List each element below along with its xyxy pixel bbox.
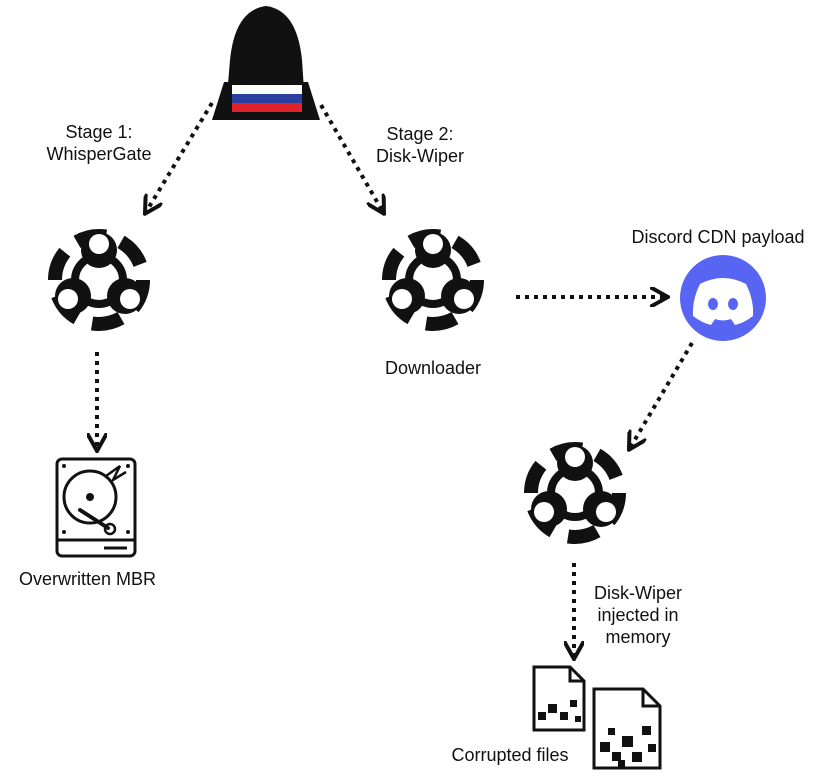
stage1-label-line1: Stage 1: bbox=[65, 122, 133, 142]
biohazard-icon bbox=[524, 442, 626, 544]
corrupted-file-icon bbox=[532, 665, 586, 732]
downloader-label: Downloader bbox=[373, 357, 493, 379]
stage2-label-line2: Disk-Wiper bbox=[376, 146, 464, 166]
discord-logo-icon bbox=[680, 255, 766, 341]
hooded-hacker-icon bbox=[212, 6, 320, 120]
injected-label-line3: memory bbox=[605, 627, 671, 647]
mbr-label-text: Overwritten MBR bbox=[18, 569, 157, 589]
injected-label: Disk-Wiper injected in memory bbox=[584, 582, 692, 648]
stage1-label-line2: WhisperGate bbox=[46, 144, 152, 164]
flag-blue-stripe bbox=[232, 94, 302, 103]
stage1-label: Stage 1: WhisperGate bbox=[38, 121, 160, 165]
corrupted-label-text: Corrupted files bbox=[451, 745, 569, 765]
mbr-label: Overwritten MBR bbox=[5, 568, 170, 590]
injected-label-line1: Disk-Wiper bbox=[594, 583, 682, 603]
flag-white-stripe bbox=[232, 85, 302, 94]
arrow-stage2 bbox=[319, 103, 383, 212]
injected-label-line2: injected in bbox=[597, 605, 679, 625]
arrow-stage1 bbox=[146, 101, 214, 212]
biohazard-icon bbox=[382, 229, 484, 331]
flag-red-stripe bbox=[232, 103, 302, 112]
stage2-label: Stage 2: Disk-Wiper bbox=[365, 123, 475, 167]
stage2-label-line1: Stage 2: bbox=[386, 124, 454, 144]
discord-label-text: Discord CDN payload bbox=[631, 227, 805, 247]
corrupted-file-icon bbox=[592, 687, 662, 770]
arrow-to-injected bbox=[630, 341, 694, 448]
biohazard-icon bbox=[48, 229, 150, 331]
corrupted-label: Corrupted files bbox=[440, 744, 580, 766]
discord-label: Discord CDN payload bbox=[613, 226, 823, 248]
downloader-label-text: Downloader bbox=[384, 358, 482, 378]
hard-drive-icon bbox=[55, 457, 137, 558]
